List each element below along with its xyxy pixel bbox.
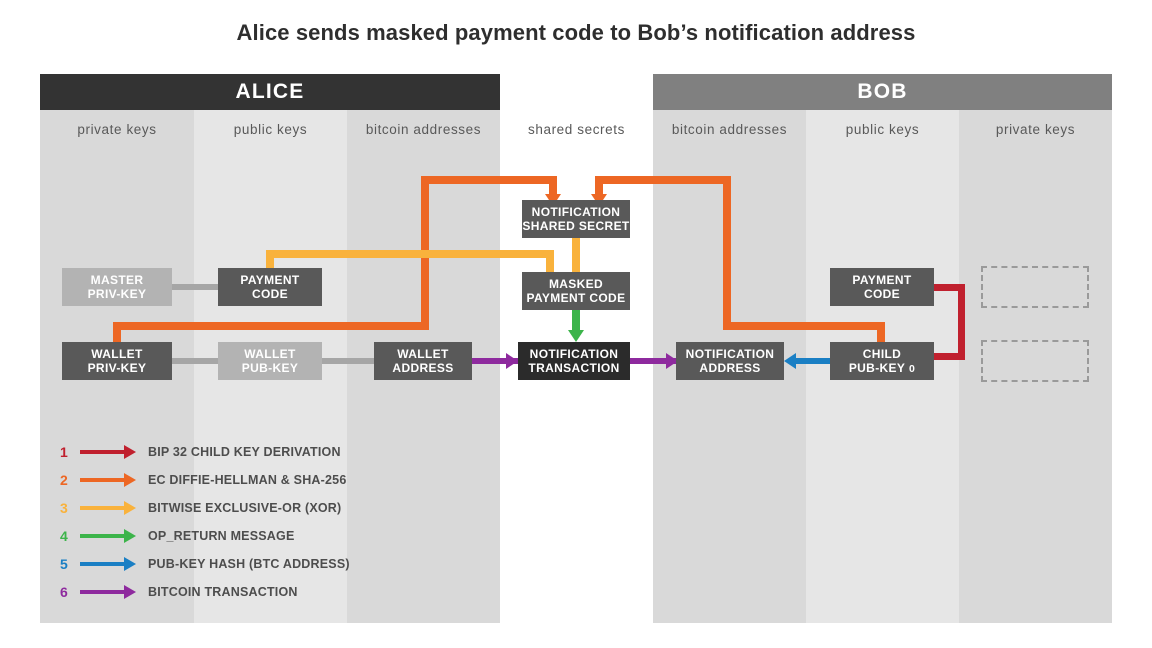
node-line-1: NOTIFICATION xyxy=(529,347,619,361)
edge-amber-secret-drop xyxy=(572,238,580,282)
legend-number: 5 xyxy=(60,556,68,572)
legend-number: 2 xyxy=(60,472,68,488)
column-label-alice-private-keys: private keys xyxy=(77,121,157,137)
legend-number: 6 xyxy=(60,584,68,600)
legend-label: OP_RETURN MESSAGE xyxy=(148,529,295,543)
legend-row-4: 4 OP_RETURN MESSAGE xyxy=(60,522,350,550)
node-line-1: MASKED xyxy=(548,277,604,291)
column-label-bob-private-keys: private keys xyxy=(995,121,1076,137)
edge-amber-code-drop xyxy=(546,250,554,282)
party-header-bob: BOB xyxy=(653,74,1112,110)
edge-crimson-in xyxy=(924,353,965,360)
legend-number: 4 xyxy=(60,528,68,544)
edge-orange-bob-top xyxy=(599,176,731,184)
edge-orange-alice-up xyxy=(113,322,121,344)
edge-orange-bob-up xyxy=(877,322,885,344)
legend-arrow-icon xyxy=(80,557,138,571)
node-masked-payment-code[interactable]: MASKED PAYMENT CODE xyxy=(522,272,630,310)
column-label-bob-public-keys: public keys xyxy=(845,121,920,137)
node-alice-wallet-priv-key[interactable]: WALLET PRIV-KEY xyxy=(62,342,172,380)
node-line-1: CHILD xyxy=(862,346,902,361)
node-bob-payment-code[interactable]: PAYMENT CODE xyxy=(830,268,934,306)
node-line-2: CODE xyxy=(251,287,289,301)
node-line-2: PAYMENT CODE xyxy=(526,291,626,305)
node-alice-wallet-pub-key[interactable]: WALLET PUB-KEY xyxy=(218,342,322,380)
legend-label: EC DIFFIE-HELLMAN & SHA-256 xyxy=(148,473,347,487)
column-label-shared-secrets: shared secrets xyxy=(528,121,625,137)
node-line-1: MASTER xyxy=(90,273,144,287)
column-label-bob-bitcoin-addresses: bitcoin addresses xyxy=(671,121,788,137)
edge-orange-alice-top xyxy=(421,176,553,184)
page-title: Alice sends masked payment code to Bob’s… xyxy=(236,20,916,45)
node-notification-shared-secret[interactable]: NOTIFICATION SHARED SECRET xyxy=(522,200,630,238)
edge-green-oparet xyxy=(572,308,580,334)
edge-orange-bob-riser xyxy=(723,176,731,328)
legend-number: 1 xyxy=(60,444,68,460)
legend-label: BITCOIN TRANSACTION xyxy=(148,585,298,599)
node-notification-transaction[interactable]: NOTIFICATION TRANSACTION xyxy=(518,342,630,380)
edge-orange-bob-across xyxy=(723,322,885,330)
node-bob-notification-address[interactable]: NOTIFICATION ADDRESS xyxy=(676,342,784,380)
edge-blue-pubkey-hash xyxy=(792,358,834,364)
arrowhead-purple-tx-to-addr xyxy=(666,353,678,369)
node-line-2: TRANSACTION xyxy=(528,361,620,375)
node-line-2: ADDRESS xyxy=(392,361,454,375)
node-line-2: PRIV-KEY xyxy=(87,287,147,301)
node-line-1: NOTIFICATION xyxy=(531,205,621,219)
edge-crimson-out xyxy=(931,284,965,291)
node-line-2: PUB-KEY xyxy=(241,361,299,375)
node-line-1: NOTIFICATION xyxy=(685,347,775,361)
legend-arrow-icon xyxy=(80,585,138,599)
node-line-2: SHARED SECRET xyxy=(522,219,630,233)
legend-row-1: 1 BIP 32 CHILD KEY DERIVATION xyxy=(60,438,350,466)
legend: 1 BIP 32 CHILD KEY DERIVATION 2 EC DIFFI… xyxy=(60,438,350,606)
legend-label: BITWISE EXCLUSIVE-OR (XOR) xyxy=(148,501,342,515)
arrowhead-green-oparet xyxy=(568,330,584,342)
edge-orange-alice-drop xyxy=(549,176,557,196)
edge-purple-tx-to-addr xyxy=(628,358,678,364)
node-bob-placeholder-upper xyxy=(981,266,1089,308)
legend-label: BIP 32 CHILD KEY DERIVATION xyxy=(148,445,341,459)
node-bob-child-pub-key-0[interactable]: CHILD PUB-KEY 0 xyxy=(830,342,934,380)
node-line-2: PUB-KEY 0 xyxy=(848,360,916,375)
link-master-to-payment-code xyxy=(168,284,222,290)
node-alice-payment-code[interactable]: PAYMENT CODE xyxy=(218,268,322,306)
node-line-1: WALLET xyxy=(397,347,449,361)
node-line-1: WALLET xyxy=(244,347,296,361)
edge-crimson-riser xyxy=(958,284,965,360)
column-label-alice-bitcoin-addresses: bitcoin addresses xyxy=(365,121,482,137)
legend-arrow-icon xyxy=(80,529,138,543)
node-line-1: WALLET xyxy=(91,347,143,361)
node-line-2: PRIV-KEY xyxy=(87,361,147,375)
legend-row-3: 3 BITWISE EXCLUSIVE-OR (XOR) xyxy=(60,494,350,522)
node-bob-placeholder-lower xyxy=(981,340,1089,382)
legend-arrow-icon xyxy=(80,501,138,515)
edge-amber-code-across xyxy=(266,250,554,258)
arrowhead-blue-pubkey-hash xyxy=(784,353,796,369)
node-alice-master-priv-key[interactable]: MASTER PRIV-KEY xyxy=(62,268,172,306)
legend-arrow-icon xyxy=(80,473,138,487)
party-header-alice: ALICE xyxy=(40,74,500,110)
column-band-bob-private-keys xyxy=(959,110,1112,623)
edge-orange-alice-across xyxy=(113,322,429,330)
legend-row-5: 5 PUB-KEY HASH (BTC ADDRESS) xyxy=(60,550,350,578)
legend-row-6: 6 BITCOIN TRANSACTION xyxy=(60,578,350,606)
legend-label: PUB-KEY HASH (BTC ADDRESS) xyxy=(148,557,350,571)
node-line-2: CODE xyxy=(863,287,901,301)
edge-orange-bob-drop xyxy=(595,176,603,196)
legend-number: 3 xyxy=(60,500,68,516)
arrowhead-purple-wallet-to-tx xyxy=(506,353,518,369)
node-index: 0 xyxy=(908,362,916,375)
node-alice-wallet-address[interactable]: WALLET ADDRESS xyxy=(374,342,472,380)
edge-purple-wallet-to-tx xyxy=(470,358,518,364)
node-line-1: PAYMENT xyxy=(240,273,300,287)
node-line-2: ADDRESS xyxy=(699,361,761,375)
node-line-1: PAYMENT xyxy=(852,273,912,287)
column-label-alice-public-keys: public keys xyxy=(233,121,308,137)
edge-amber-code-up xyxy=(266,250,274,272)
legend-arrow-icon xyxy=(80,445,138,459)
legend-row-2: 2 EC DIFFIE-HELLMAN & SHA-256 xyxy=(60,466,350,494)
